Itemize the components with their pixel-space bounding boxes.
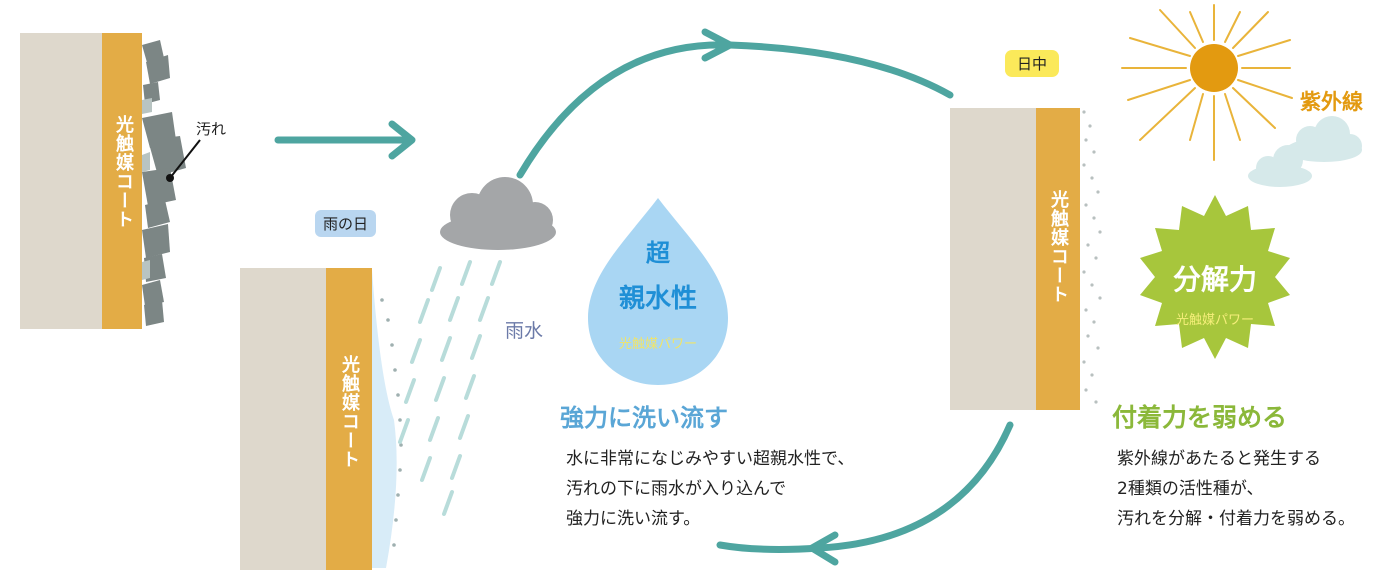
panel3-coat	[1036, 108, 1080, 410]
dirt-particles-light	[142, 98, 152, 280]
drop-title-line1: 超	[646, 239, 670, 267]
progress-arrowhead	[388, 120, 416, 160]
center-heading: 強力に洗い流す	[560, 404, 728, 432]
panel1-coat	[102, 33, 142, 329]
panel2-coat-label: 光触媒コート	[339, 355, 360, 469]
uv-label: 紫外線	[1300, 90, 1363, 114]
water-drop-shape	[588, 198, 728, 385]
water-film	[372, 270, 397, 568]
center-body: 水に非常になじみやすい超親水性で、 汚れの下に雨水が入り込んで 強力に洗い流す。	[566, 444, 854, 534]
center-body-line: 汚れの下に雨水が入り込んで	[566, 479, 787, 499]
panel1-coat-label: 光触媒コート	[113, 115, 134, 229]
dirt-pointer	[169, 139, 201, 179]
panel2-coat	[326, 268, 372, 570]
uv-dust-particles	[1082, 110, 1102, 404]
right-heading: 付着力を弱める	[1112, 403, 1288, 432]
cycle-arrow-top	[516, 41, 954, 179]
dirt-pointer-dot	[166, 174, 174, 182]
burst-subtitle: 光触媒パワー	[1175, 313, 1254, 328]
panel2-wall	[240, 268, 326, 570]
burst-title: 分解力	[1172, 263, 1257, 296]
daytime-badge: 日中	[1005, 50, 1060, 77]
right-body-line: 紫外線があたると発生する	[1117, 449, 1321, 469]
rain-streaks	[398, 260, 502, 516]
drop-subtitle: 光触媒パワー	[618, 337, 697, 352]
right-body-line: 2種類の活性種が、	[1117, 479, 1264, 499]
panel3-coat-label: 光触媒コート	[1048, 190, 1069, 304]
panel1-wall	[20, 33, 102, 329]
water-droplets	[380, 298, 403, 547]
right-body: 紫外線があたると発生する 2種類の活性種が、 汚れを分解・付着力を弱める。	[1117, 444, 1355, 534]
cycle-arrow-bottom	[716, 421, 1014, 553]
dirt-particles	[142, 40, 186, 326]
rain-cloud	[440, 177, 556, 250]
rain-water-label: 雨水	[505, 320, 544, 342]
center-body-line: 強力に洗い流す。	[566, 509, 701, 529]
center-body-line: 水に非常になじみやすい超親水性で、	[566, 449, 855, 469]
sky-cloud	[1248, 116, 1362, 187]
cycle-arrowhead-bottom	[808, 531, 839, 566]
cycle-arrowhead-top	[701, 28, 734, 62]
rainy-day-badge: 雨の日	[315, 210, 377, 237]
drop-title-line2: 親水性	[618, 284, 697, 314]
dirt-label: 汚れ	[196, 120, 227, 138]
panel3-wall	[950, 108, 1036, 410]
sun-icon	[1121, 4, 1293, 161]
right-body-line: 汚れを分解・付着力を弱める。	[1117, 509, 1355, 529]
burst-shape	[1140, 195, 1290, 359]
